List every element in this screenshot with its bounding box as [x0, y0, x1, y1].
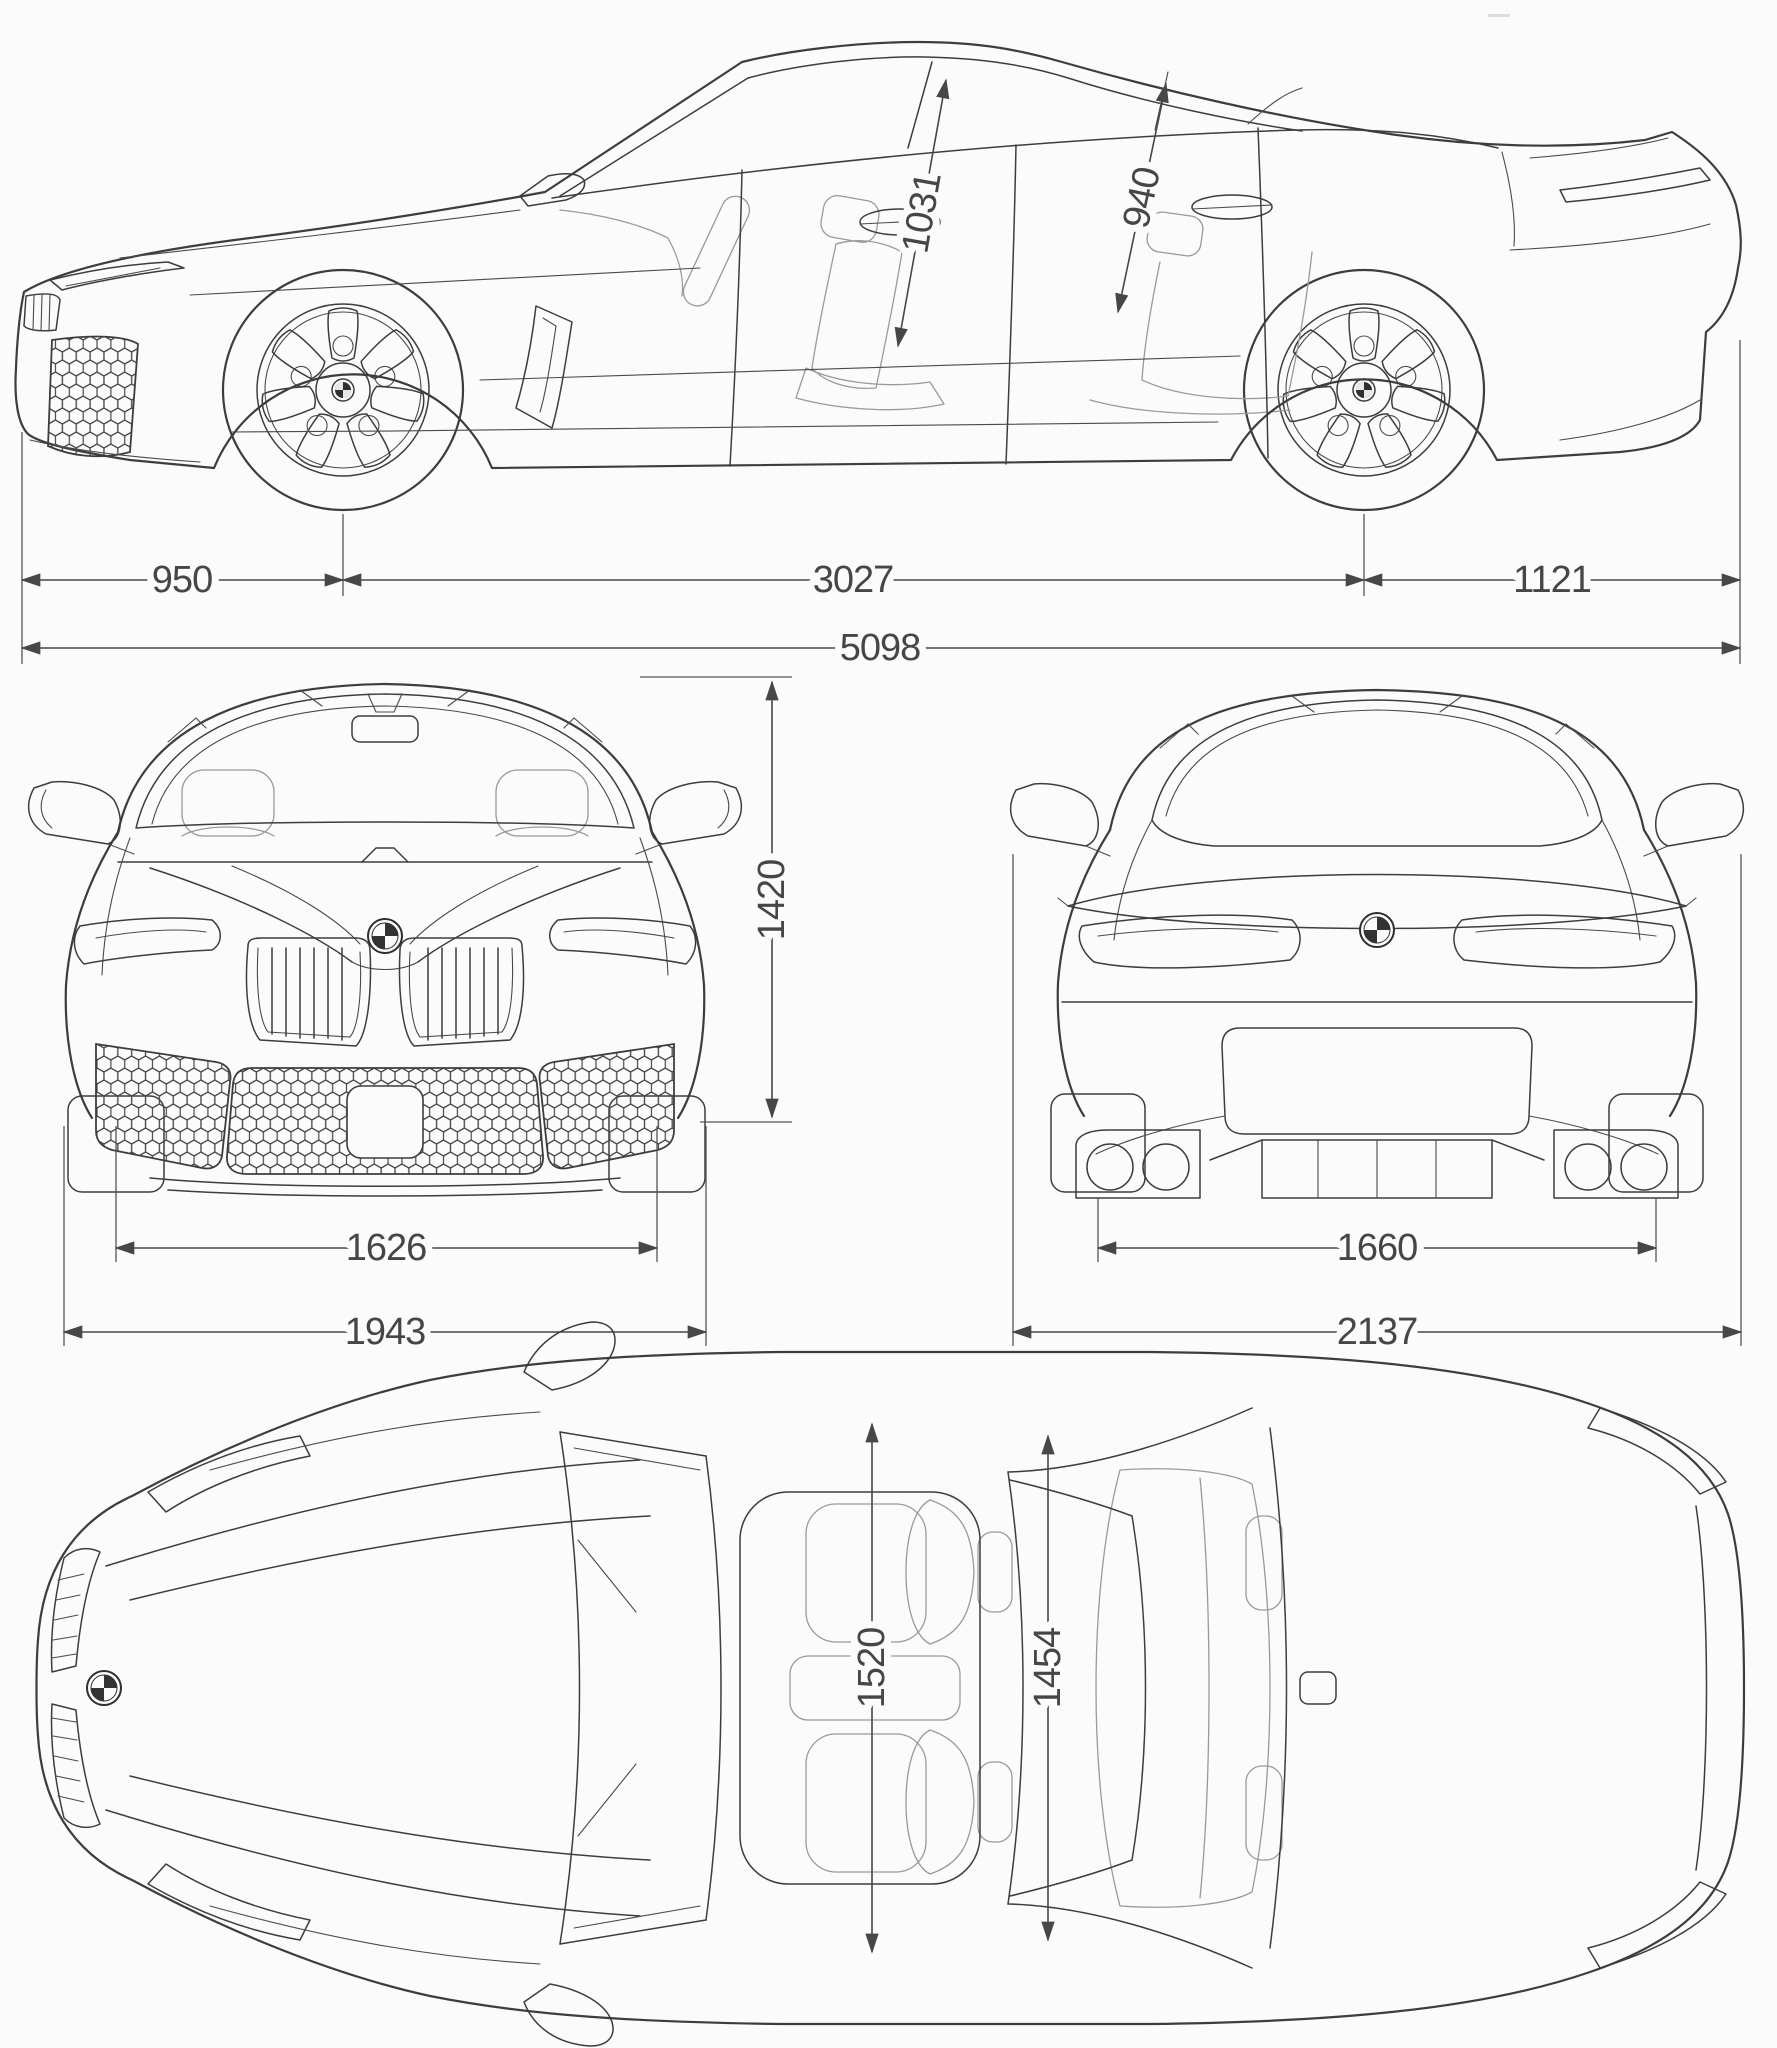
side-body-outline	[14, 40, 1742, 470]
taillights	[1078, 914, 1676, 969]
gps-antenna	[1299, 1671, 1337, 1705]
rear-right-tire	[1608, 1093, 1704, 1193]
top-glasshouse	[559, 1407, 1337, 1969]
radar-panel	[346, 1085, 424, 1159]
exhaust-tip	[1142, 1143, 1190, 1191]
dim-front-overhang: 950	[152, 559, 212, 601]
rear-left-tire	[1050, 1093, 1146, 1193]
dim-rear-interior-width: 1454	[1027, 1627, 1069, 1708]
front-intake-mesh	[47, 335, 139, 458]
rear-body	[1056, 688, 1698, 1155]
nose-grille	[23, 293, 61, 332]
exhaust-tip	[1564, 1143, 1612, 1191]
side-gill-vent	[515, 305, 573, 429]
front-body	[64, 682, 706, 1197]
bmw-roundel-icon	[1359, 912, 1395, 948]
side-rear-details	[1501, 137, 1711, 441]
interior-width-dimensions: 1520 1454	[844, 1422, 1076, 1954]
bmw-roundel-icon	[86, 1670, 122, 1706]
rear-width-dimensions: 1660 2137	[1011, 854, 1743, 1360]
rear-view: 1660 2137	[1009, 688, 1745, 1360]
dim-rear-overhang: 1121	[1513, 559, 1591, 601]
interior-ghost	[559, 195, 1313, 415]
exhaust-tip	[1086, 1143, 1134, 1191]
top-nose	[50, 1411, 651, 1965]
dim-width-incl-mirrors: 2137	[1337, 1311, 1418, 1353]
dim-overall-height: 1420	[751, 860, 793, 941]
dim-front-interior-width: 1520	[851, 1628, 893, 1709]
dim-rear-track: 1660	[1337, 1227, 1418, 1269]
front-intakes	[95, 1042, 675, 1175]
top-tail	[1269, 1407, 1727, 1969]
top-body-outline	[35, 1350, 1746, 2026]
top-view: 1520 1454	[35, 1321, 1746, 2047]
rearview-mirror	[351, 715, 419, 743]
height-dimension: 1420	[640, 676, 800, 1123]
rear-mirrors	[1009, 782, 1745, 857]
front-ghost-interior	[181, 769, 589, 837]
rear-door-handle	[1191, 194, 1273, 220]
door-mirrors	[27, 780, 743, 855]
bmw-roundel-icon	[367, 918, 403, 954]
side-view: 1031 940 950 3027 1121 5098	[14, 40, 1742, 676]
dim-wheelbase: 3027	[813, 559, 894, 601]
dim-front-track: 1626	[346, 1227, 427, 1269]
panoramic-roof	[739, 1491, 981, 1885]
diffuser-exhaust	[1075, 1129, 1679, 1199]
top-ghost-interior	[789, 1468, 1283, 1908]
front-view: 1420 1626 1943	[27, 676, 800, 1360]
taillight	[1559, 167, 1711, 203]
mirror	[519, 173, 586, 207]
top-mirrors	[523, 1321, 616, 2047]
watermark-smudge	[1488, 14, 1510, 17]
dim-overall-length: 5098	[840, 627, 921, 669]
headlights	[73, 917, 697, 965]
dim-body-width: 1943	[345, 1311, 426, 1353]
kidney-grilles	[245, 937, 525, 1047]
length-dimensions: 950 3027 1121 5098	[20, 340, 1742, 676]
front-width-dimensions: 1626 1943	[62, 1126, 708, 1360]
exhaust-tip	[1620, 1143, 1668, 1191]
headlight	[49, 261, 185, 291]
